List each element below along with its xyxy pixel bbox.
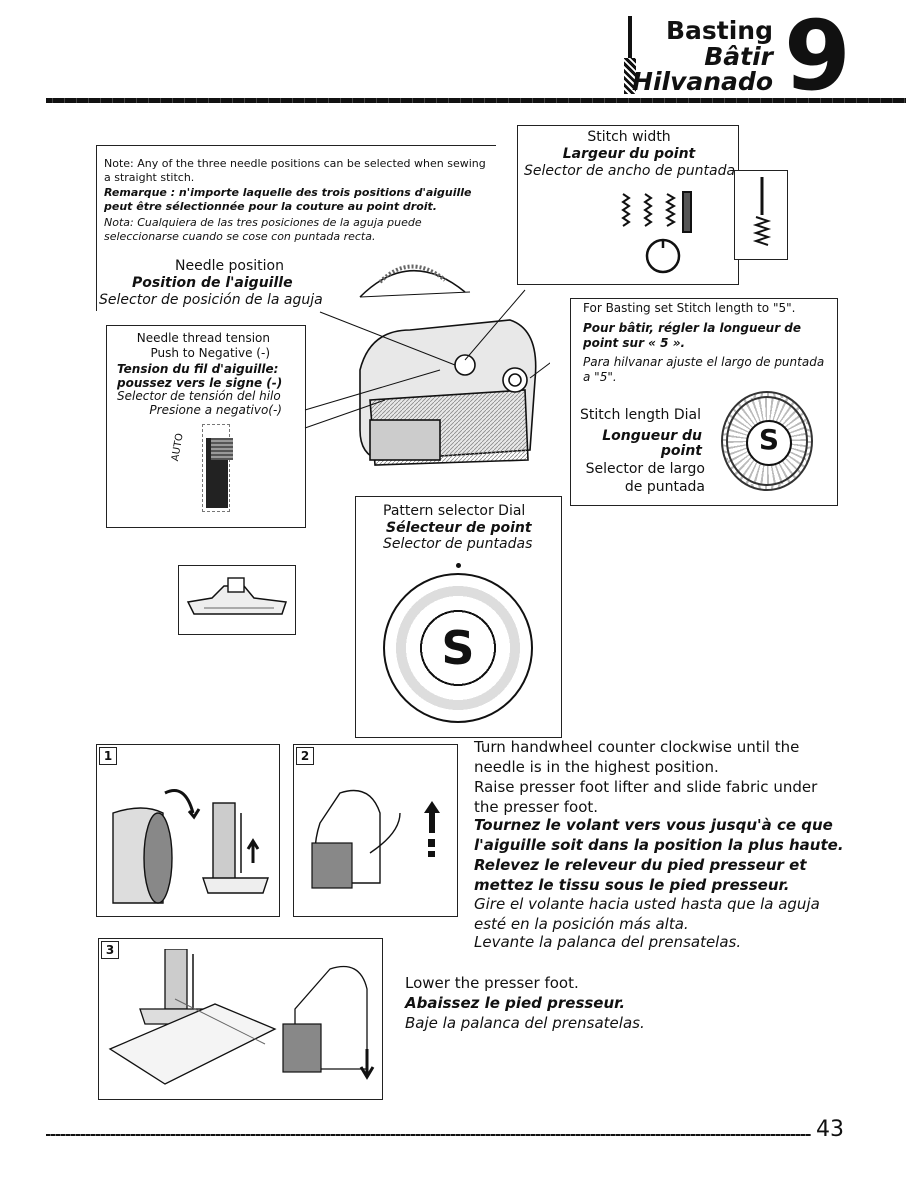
- stitch-length-dial-letter: S: [758, 423, 780, 456]
- stitch-length-dial-en: Stitch length Dial: [580, 407, 701, 423]
- needle-position-fr: Position de l'aiguille: [132, 275, 293, 291]
- title-fr: Bâtir: [704, 42, 773, 71]
- step-12-fr1: Tournez le volant vers vous jusqu'à ce q…: [474, 816, 844, 854]
- pattern-dial-letter: S: [441, 621, 475, 675]
- tension-es1: Selector de tensión del hilo: [117, 389, 281, 403]
- pattern-selector-box: Pattern selector Dial Sélecteur de point…: [355, 496, 562, 738]
- step-12-es1: Gire el volante hacia usted hasta que la…: [474, 895, 820, 933]
- header-marker-stitch: [624, 58, 636, 94]
- pattern-selector-dial[interactable]: S: [383, 573, 533, 723]
- needle-position-icon-box: [734, 170, 788, 260]
- tension-en2: Push to Negative (-): [150, 346, 270, 360]
- step-1-box: 1: [96, 744, 280, 917]
- step-2-lifter-illustration: [311, 789, 440, 889]
- needle-position-en: Needle position: [175, 258, 284, 274]
- step-12-es2: Levante la palanca del prensatelas.: [474, 933, 742, 951]
- pattern-dial-marker: [456, 563, 461, 568]
- step-3-fr: Abaissez le pied presseur.: [405, 994, 626, 1012]
- note-fr: Remarque : n'importe laquelle des trois …: [104, 186, 472, 213]
- stitch-width-patterns-icon: [621, 191, 692, 274]
- stitch-width-box: Stitch width Largeur du point Selector d…: [517, 125, 739, 285]
- stitch-length-box: For Basting set Stitch length to "5". Po…: [570, 298, 838, 506]
- tension-box: Needle thread tension Push to Negative (…: [106, 325, 306, 528]
- stitch-length-dial-fr2: point: [660, 443, 702, 459]
- pattern-es: Selector de puntadas: [383, 536, 533, 552]
- stitch-length-note-en: For Basting set Stitch length to "5".: [583, 301, 796, 315]
- pattern-en: Pattern selector Dial: [383, 503, 526, 519]
- header-marker-bar: [628, 16, 632, 94]
- title-en: Basting: [665, 16, 773, 45]
- note-box: Note: Any of the three needle positions …: [96, 145, 496, 311]
- tension-auto-label: AUTO: [169, 432, 186, 463]
- footer-rule: [46, 1134, 811, 1136]
- stitch-length-note-es: Para hilvanar ajuste el largo de puntada…: [583, 355, 825, 384]
- presser-foot-box: [178, 565, 296, 635]
- step-3-number: 3: [101, 941, 119, 959]
- stitch-length-dial-fr1: Longueur du: [602, 428, 702, 444]
- step-3-es: Baje la palanca del prensatelas.: [405, 1014, 645, 1032]
- title-es: Hilvanado: [632, 67, 773, 96]
- step-3-box: 3: [98, 938, 383, 1100]
- stitch-length-dial-es2: de puntada: [624, 479, 705, 495]
- tension-slider-track: [202, 424, 230, 512]
- chapter-number: 9: [784, 0, 851, 112]
- stitch-width-fr: Largeur du point: [562, 146, 696, 162]
- stitch-width-en: Stitch width: [587, 129, 671, 145]
- step-1-number: 1: [99, 747, 117, 765]
- stitch-length-dial[interactable]: S: [721, 391, 813, 491]
- step-12-fr2: Relevez le releveur du pied presseur et …: [474, 856, 807, 894]
- step-12-en2: Raise presser foot lifter and slide fabr…: [474, 778, 818, 816]
- stitch-width-es: Selector de ancho de puntada: [524, 163, 736, 179]
- stitch-length-dial-es1: Selector de largo: [585, 461, 705, 477]
- stitch-length-note-fr: Pour bâtir, régler la longueur de point …: [583, 321, 802, 350]
- tension-fr2: poussez vers le signe (-): [117, 376, 283, 390]
- zigzag-needle-icon: [752, 177, 772, 246]
- tension-es2: Presione a negativo(-): [149, 403, 282, 417]
- presser-foot-icon: [186, 577, 288, 615]
- step-3-presser-foot-illustration: [108, 949, 375, 1085]
- pattern-fr: Sélecteur de point: [386, 520, 532, 536]
- tension-en1: Needle thread tension: [136, 331, 270, 345]
- step-12-en1: Turn handwheel counter clockwise until t…: [474, 738, 800, 776]
- step-2-box: 2: [293, 744, 458, 917]
- note-en: Note: Any of the three needle positions …: [104, 157, 486, 184]
- needle-position-es: Selector de posición de la aguja: [99, 292, 323, 308]
- tension-slider-top: [211, 438, 233, 460]
- needle-position-dial-icon: [359, 264, 471, 298]
- step-2-number: 2: [296, 747, 314, 765]
- step-1-handwheel-illustration: [112, 789, 269, 904]
- note-es: Nota: Cualquiera de las tres posiciones …: [104, 216, 422, 243]
- stitch-length-dial-hub: [746, 420, 792, 466]
- header-rule: [46, 98, 906, 103]
- step-3-en: Lower the presser foot.: [405, 974, 579, 992]
- sewing-machine-illustration: [304, 289, 550, 466]
- tension-fr1: Tension du fil d'aiguille:: [117, 362, 279, 376]
- page-number: 43: [816, 1117, 844, 1142]
